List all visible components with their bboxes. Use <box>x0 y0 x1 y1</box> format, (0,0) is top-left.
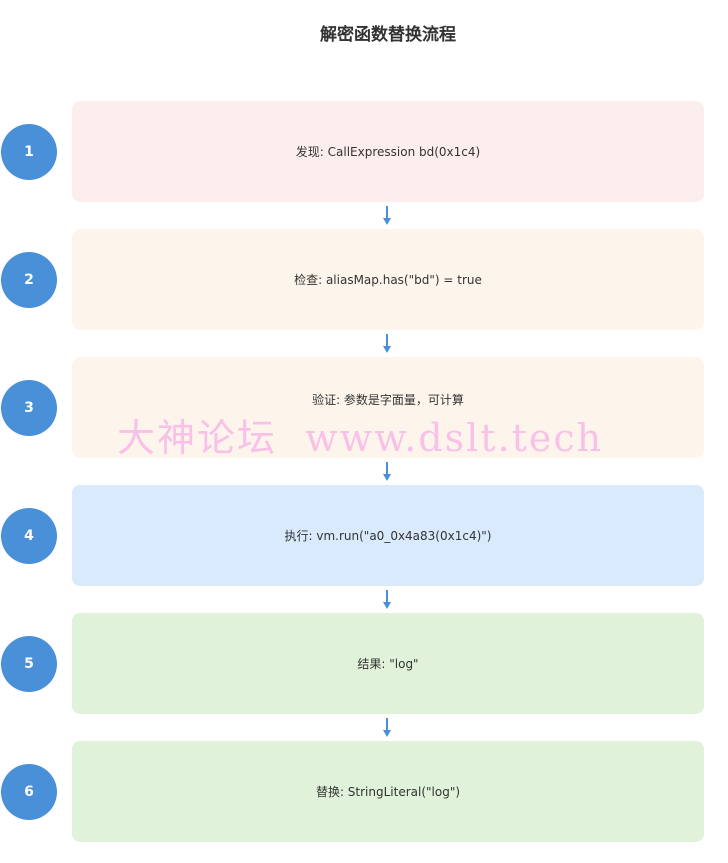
step-box: 结果: "log" <box>72 613 704 714</box>
step-number-badge: 5 <box>1 636 57 692</box>
arrow-down-icon <box>383 334 391 354</box>
arrow-down-icon <box>383 590 391 610</box>
arrow-down-icon <box>383 206 391 226</box>
step-box: 验证: 参数是字面量，可计算 <box>72 357 704 458</box>
step-text: 结果: "log" <box>357 656 419 671</box>
step-text: 替换: StringLiteral("log") <box>315 784 461 799</box>
step-number-badge: 1 <box>1 124 57 180</box>
flow-step: 1 发现: CallExpression bd(0x1c4) <box>0 101 728 203</box>
step-text: 发现: CallExpression bd(0x1c4) <box>295 144 481 159</box>
step-number-badge: 2 <box>1 252 57 308</box>
flow-step: 2 检查: aliasMap.has("bd") = true <box>0 229 728 331</box>
step-text: 检查: aliasMap.has("bd") = true <box>294 272 482 287</box>
step-text: 验证: 参数是字面量，可计算 <box>312 393 464 407</box>
step-box: 替换: StringLiteral("log") <box>72 741 704 842</box>
arrow-down-icon <box>383 462 391 482</box>
flow-step: 5 结果: "log" <box>0 613 728 715</box>
step-box: 发现: CallExpression bd(0x1c4) <box>72 101 704 202</box>
flow-step: 3 验证: 参数是字面量，可计算 <box>0 357 728 459</box>
diagram-title: 解密函数替换流程 <box>320 25 456 45</box>
step-box: 检查: aliasMap.has("bd") = true <box>72 229 704 330</box>
step-number-badge: 4 <box>1 508 57 564</box>
step-box: 执行: vm.run("a0_0x4a83(0x1c4)") <box>72 485 704 586</box>
step-text: 执行: vm.run("a0_0x4a83(0x1c4)") <box>284 528 492 543</box>
arrow-down-icon <box>383 718 391 738</box>
step-number-badge: 3 <box>1 380 57 436</box>
flow-step: 4 执行: vm.run("a0_0x4a83(0x1c4)") <box>0 485 728 587</box>
step-number-badge: 6 <box>1 764 57 820</box>
flow-step: 6 替换: StringLiteral("log") <box>0 741 728 843</box>
